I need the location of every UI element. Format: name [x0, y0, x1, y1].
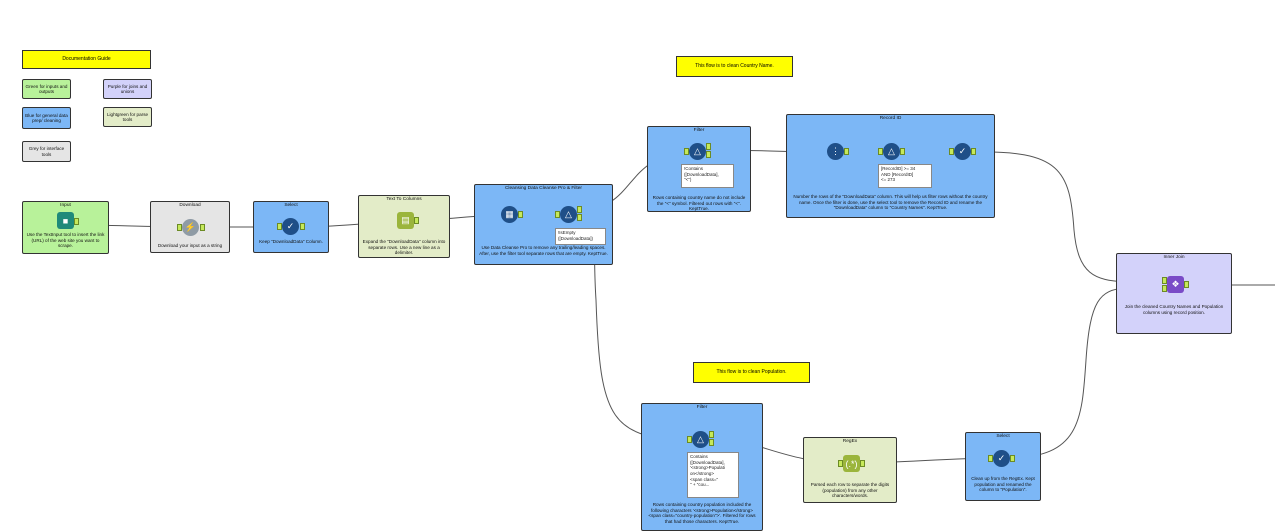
population-flow-note: This flow is to clean Population.	[693, 362, 810, 383]
container-title: Download	[179, 203, 201, 208]
container-description: Rows containing country population inclu…	[648, 502, 756, 525]
container-description: Parsed each row to separate the digits (…	[810, 482, 890, 499]
input-anchor[interactable]	[277, 223, 282, 230]
book-icon[interactable]: ■	[57, 212, 74, 229]
container-description: Keep "DownloadData" Column.	[259, 239, 323, 244]
filter-expression: !Contains ([DownloadData], "<")	[681, 164, 734, 188]
container-title: Record ID	[879, 116, 902, 121]
table-icon[interactable]: ▦	[501, 206, 518, 223]
container-title: Text To Columns	[386, 197, 422, 202]
check-arrow-icon[interactable]: ✓	[282, 218, 299, 235]
output-anchor[interactable]	[1010, 455, 1015, 462]
output-anchor[interactable]	[860, 460, 865, 467]
input-anchor[interactable]	[687, 436, 692, 443]
container-title: Select	[996, 434, 1010, 439]
legend-grey: Grey for interface tools	[22, 141, 71, 162]
output-anchor[interactable]	[74, 218, 79, 225]
columns-icon[interactable]: ▤	[397, 212, 414, 229]
legend-lightgreen: Lightgreen for parse tools	[103, 107, 152, 127]
container-title: RegEx	[842, 439, 858, 444]
output-anchor[interactable]	[1184, 281, 1189, 288]
container-title: Cleansing Data Cleanse Pro & Filter	[504, 186, 583, 191]
download-container[interactable]: Download Download your input as a string	[150, 201, 230, 253]
legend-green: Green for inputs and outputs	[22, 79, 71, 99]
legend-purple: Purple for joins and unions	[103, 79, 152, 99]
filter-expression: Contains ([DownloadData], '<strong>Popul…	[687, 452, 739, 498]
triangle-filter-icon[interactable]: △	[692, 431, 709, 448]
container-description: Use the TextInput tool to insert the lin…	[26, 232, 105, 249]
legend-blue: Blue for general data prep/ cleaning	[22, 107, 71, 129]
right-input-anchor[interactable]	[1162, 285, 1167, 292]
true-anchor[interactable]	[900, 148, 905, 155]
container-title: Filter	[696, 405, 708, 410]
record-id-icon[interactable]: ⋮	[827, 143, 844, 160]
true-anchor[interactable]	[709, 431, 714, 438]
lightning-icon[interactable]: ⚡	[182, 219, 199, 236]
left-input-anchor[interactable]	[1162, 277, 1167, 284]
input-anchor[interactable]	[949, 148, 954, 155]
inner-join-container[interactable]: Inner Join Join the cleaned Country Name…	[1116, 253, 1232, 334]
check-arrow-icon[interactable]: ✓	[954, 143, 971, 160]
input-anchor[interactable]	[684, 148, 689, 155]
input-anchor[interactable]	[838, 460, 843, 467]
container-description: Clean up from the RegEx. Kept population…	[971, 476, 1035, 493]
container-description: Use Data Cleanse Pro to remove any trail…	[479, 245, 608, 256]
join-icon[interactable]: ❖	[1167, 276, 1184, 293]
input-anchor[interactable]	[555, 211, 560, 218]
output-anchor[interactable]	[518, 211, 523, 218]
output-anchor[interactable]	[971, 148, 976, 155]
container-title: Input	[60, 203, 71, 208]
container-title: Select	[284, 203, 298, 208]
container-description: Download your input as a string	[157, 243, 223, 248]
false-anchor[interactable]	[577, 214, 582, 221]
filter-expression: [RecordID] >= 34 AND [RecordID] <= 273	[878, 164, 932, 188]
input-anchor[interactable]	[878, 148, 883, 155]
container-title: Filter	[693, 128, 705, 133]
output-anchor[interactable]	[414, 217, 419, 224]
wire-select-join	[971, 151, 1126, 283]
true-anchor[interactable]	[706, 143, 711, 150]
container-description: Expand the "DownloadData" column into se…	[362, 239, 446, 256]
output-anchor[interactable]	[844, 148, 849, 155]
container-description: Join the cleaned Country Names and Popul…	[1124, 304, 1224, 315]
false-anchor[interactable]	[706, 151, 711, 158]
wire-select2-join	[1007, 287, 1126, 459]
container-title: Inner Join	[1163, 255, 1185, 260]
triangle-filter-icon[interactable]: △	[883, 143, 900, 160]
container-description: Rows containing country name do not incl…	[652, 195, 746, 212]
regex-icon[interactable]: (.*)	[843, 455, 860, 472]
documentation-guide-note: Documentation Guide	[22, 50, 151, 69]
true-anchor[interactable]	[577, 206, 582, 213]
output-anchor[interactable]	[300, 223, 305, 230]
container-description: Number the rows of the "DownloadData" co…	[793, 194, 988, 211]
output-anchor[interactable]	[200, 224, 205, 231]
triangle-filter-icon[interactable]: △	[689, 143, 706, 160]
check-arrow-icon[interactable]: ✓	[993, 450, 1010, 467]
triangle-filter-icon[interactable]: △	[560, 206, 577, 223]
filter-expression: !IsEmpty ([DownloadData])	[555, 228, 606, 245]
regex-container[interactable]: RegEx Parsed each row to separate the di…	[803, 437, 897, 503]
input-anchor[interactable]	[177, 224, 182, 231]
cleansing-container[interactable]: Cleansing Data Cleanse Pro & Filter Use …	[474, 184, 613, 265]
false-anchor[interactable]	[709, 439, 714, 446]
country-flow-note: This flow is to clean Country Name.	[676, 56, 793, 77]
input-anchor[interactable]	[988, 455, 993, 462]
